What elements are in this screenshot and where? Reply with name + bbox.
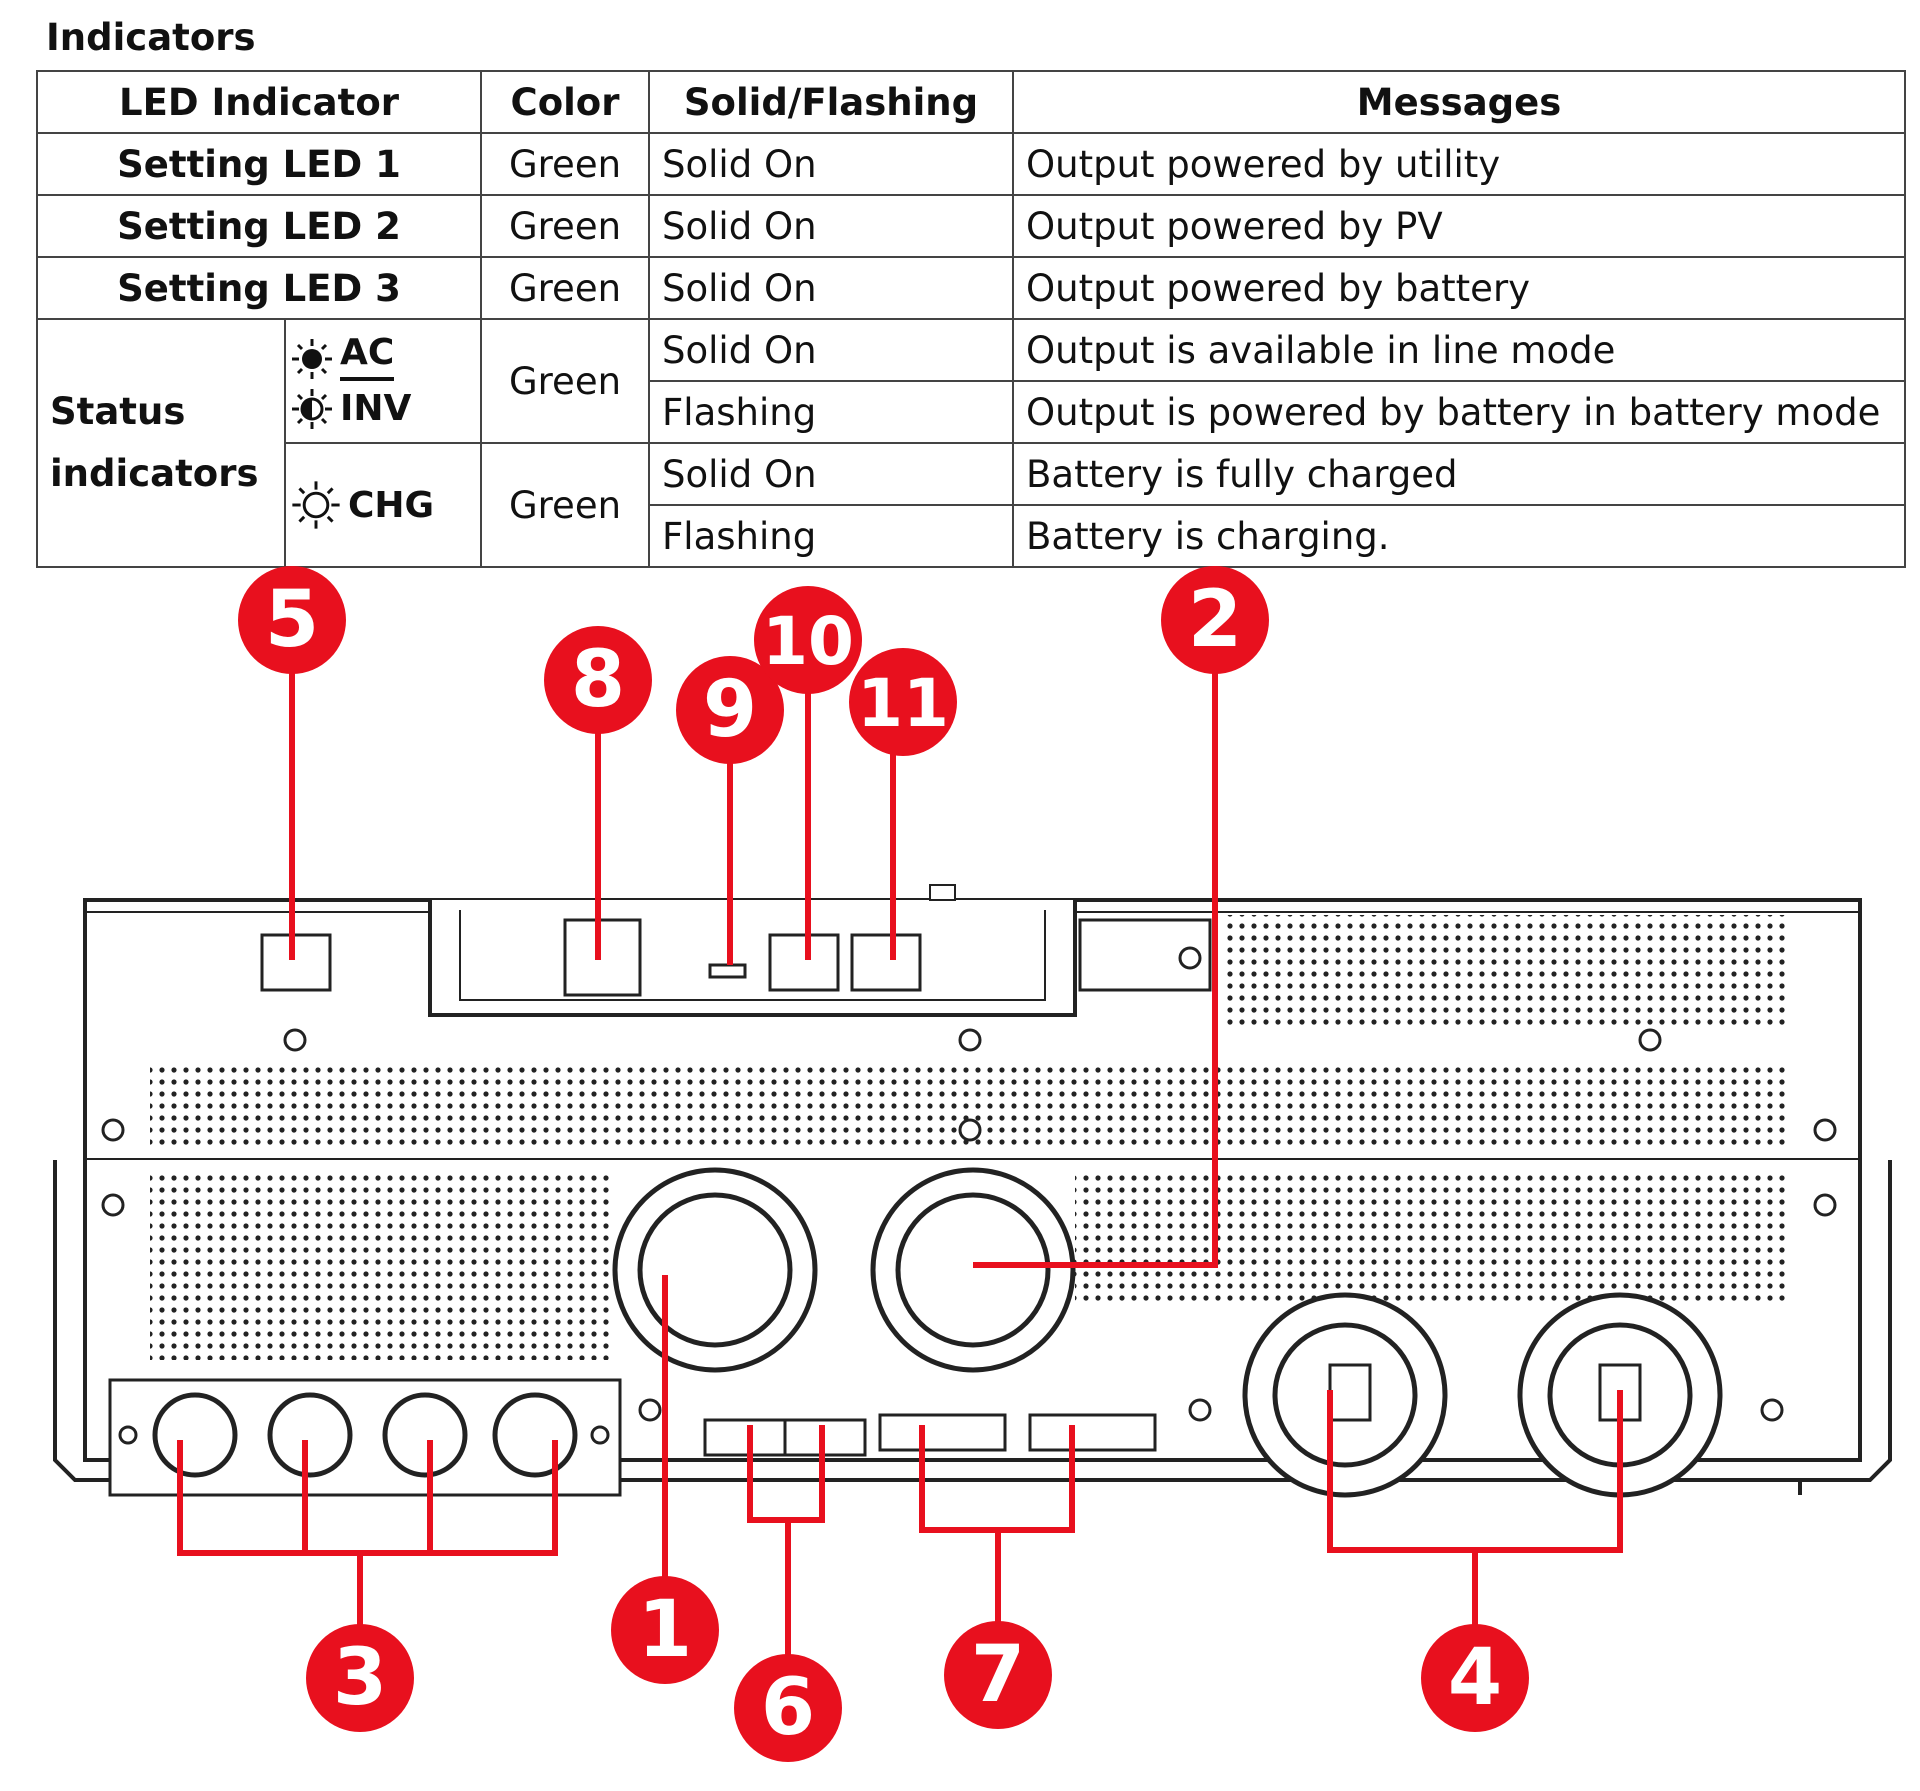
svg-text:1: 1 <box>638 1585 692 1675</box>
ac-label: AC <box>340 332 395 381</box>
marker-4: 4 <box>1421 1624 1529 1732</box>
table-row: CHG Green Solid On Battery is fully char… <box>37 442 1907 568</box>
led-mode: Solid On <box>648 132 1015 196</box>
marker-3: 3 <box>306 1624 414 1732</box>
chg-message: Battery is fully charged <box>1012 442 1907 506</box>
marker-9: 9 <box>676 656 784 764</box>
marker-1: 1 <box>611 1576 719 1684</box>
led-message: Output powered by battery <box>1012 256 1907 320</box>
table-row: Setting LED 2 Green Solid On Output powe… <box>35 194 1907 258</box>
svg-text:8: 8 <box>571 635 625 725</box>
led-name: Setting LED 2 <box>35 194 483 258</box>
header-led-indicator: LED Indicator <box>35 70 483 134</box>
vent-lower-right <box>1075 1175 1785 1305</box>
header-messages: Messages <box>1012 70 1907 134</box>
led-message: Output powered by utility <box>1012 132 1907 196</box>
led-color: Green <box>480 256 651 320</box>
svg-text:7: 7 <box>971 1630 1025 1720</box>
rj45-port-5 <box>260 933 332 992</box>
svg-text:10: 10 <box>762 603 854 680</box>
battery-connector-left <box>1242 1292 1448 1498</box>
sun-outline-icon <box>292 481 340 529</box>
svg-text:6: 6 <box>761 1663 815 1753</box>
usb-port <box>708 963 747 979</box>
inverter-rear-panel-diagram: 5 8 9 10 11 2 1 3 6 7 4 <box>53 566 1892 1762</box>
ac-inv-message: Output is powered by battery in battery … <box>1012 380 1907 444</box>
status-indicators-label: Status indicators <box>36 318 286 568</box>
led-mode: Solid On <box>648 194 1015 258</box>
connector-1 <box>612 1167 818 1373</box>
header-mode: Solid/Flashing <box>648 70 1015 134</box>
marker-2: 2 <box>1161 566 1269 674</box>
ac-inv-mode: Flashing <box>648 380 1015 444</box>
table-row: Flashing Output is powered by battery in… <box>37 380 1907 444</box>
callout-markers: 5 8 9 10 11 2 1 3 6 7 4 <box>238 566 1529 1762</box>
led-color: Green <box>480 132 651 196</box>
chg-indicator: CHG <box>283 442 483 568</box>
svg-text:4: 4 <box>1448 1633 1502 1723</box>
ac-inv-color: Green <box>480 318 651 444</box>
marker-10: 10 <box>754 586 862 694</box>
svg-text:2: 2 <box>1188 575 1242 665</box>
pv-input-panel <box>108 1378 622 1497</box>
marker-11: 11 <box>849 648 957 756</box>
table-row: Setting LED 1 Green Solid On Output powe… <box>35 132 1907 196</box>
ac-inv-message: Output is available in line mode <box>1012 318 1907 382</box>
svg-text:3: 3 <box>333 1633 387 1723</box>
dry-contact-terminal <box>563 918 642 997</box>
chg-mode: Flashing <box>648 504 1015 568</box>
inv-label: INV <box>340 388 412 429</box>
db9-ports <box>878 1413 1157 1452</box>
marker-8: 8 <box>544 626 652 734</box>
led-color: Green <box>480 194 651 258</box>
header-color: Color <box>480 70 651 134</box>
ac-inv-mode: Solid On <box>648 318 1015 382</box>
svg-text:9: 9 <box>703 665 757 755</box>
status-label-line2: indicators <box>50 452 259 495</box>
marker-6: 6 <box>734 1654 842 1762</box>
led-mode: Solid On <box>648 256 1015 320</box>
svg-text:11: 11 <box>857 665 949 742</box>
chg-message: Battery is charging. <box>1012 504 1907 568</box>
marker-7: 7 <box>944 1621 1052 1729</box>
vent-lower-left <box>150 1175 610 1360</box>
sun-half-icon <box>292 388 332 429</box>
led-message: Output powered by PV <box>1012 194 1907 258</box>
screws <box>101 946 1837 1422</box>
indicators-heading: Indicators <box>46 16 256 59</box>
chg-mode: Solid On <box>648 442 1015 506</box>
connector-2 <box>870 1167 1076 1373</box>
bms-ports <box>703 1418 867 1457</box>
sun-filled-icon <box>292 339 332 379</box>
chg-label: CHG <box>348 484 435 526</box>
rj45-port-11 <box>850 933 922 992</box>
ac-inv-indicator: AC INV <box>283 318 483 444</box>
vent-upper-right <box>1225 915 1785 1025</box>
chg-color: Green <box>480 442 651 568</box>
marker-5: 5 <box>238 566 346 674</box>
table-header-row: LED Indicator Color Solid/Flashing Messa… <box>35 70 1907 134</box>
svg-text:5: 5 <box>265 575 319 665</box>
table-row: Setting LED 3 Green Solid On Output powe… <box>35 256 1907 320</box>
table-row: Flashing Battery is charging. <box>37 504 1907 568</box>
led-name: Setting LED 1 <box>35 132 483 196</box>
rj45-port-10 <box>768 933 840 992</box>
indicators-table: LED Indicator Color Solid/Flashing Messa… <box>35 70 1907 568</box>
status-label-line1: Status <box>50 390 186 433</box>
led-name: Setting LED 3 <box>35 256 483 320</box>
table-row: Status indicators AC <box>36 318 1907 568</box>
